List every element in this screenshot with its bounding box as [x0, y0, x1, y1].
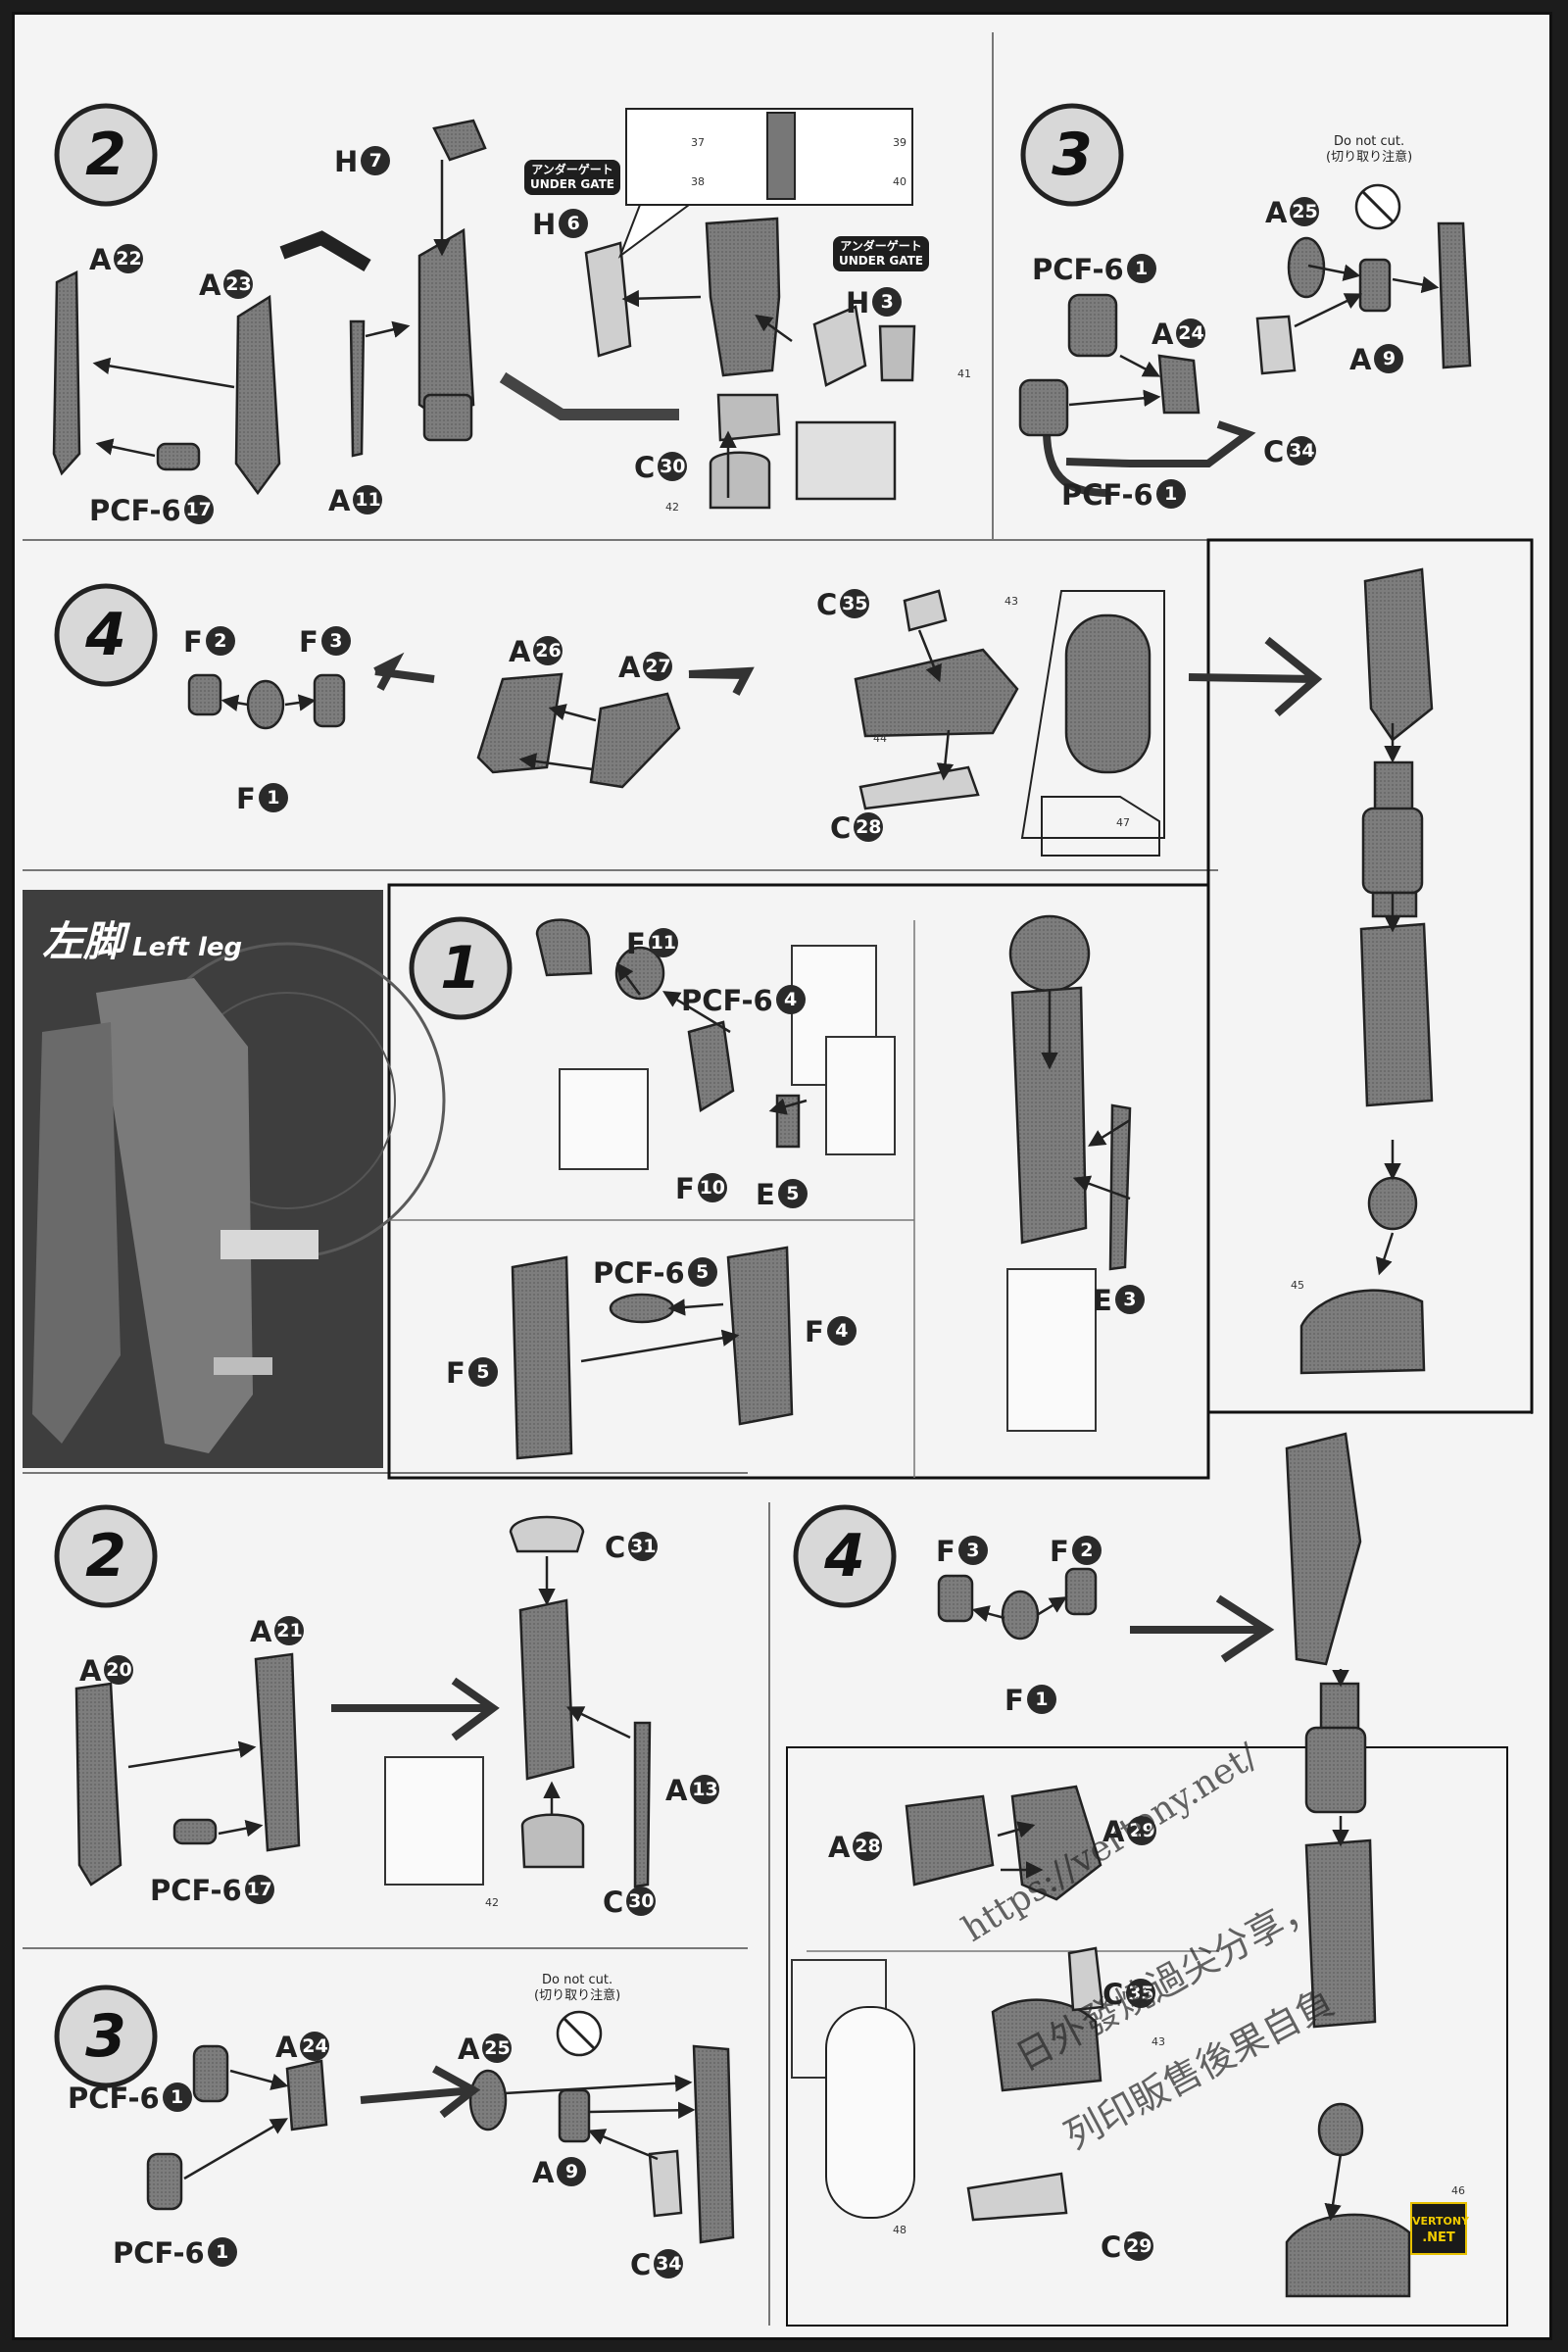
diagram-art: [23, 32, 1534, 2327]
do-not-cut-note-left: Do not cut.(切り取り注意): [534, 1973, 621, 2003]
svg-text:4: 4: [84, 601, 126, 669]
left-step-4-number: 4: [793, 1504, 897, 1608]
step-2-number: 2: [54, 103, 158, 207]
sticker-46: 46: [1451, 2184, 1465, 2197]
sticker-43: 43: [1004, 595, 1018, 608]
svg-text:4: 4: [823, 1522, 865, 1591]
sticker-43-left: 43: [1152, 2035, 1165, 2048]
do-not-cut-note: Do not cut.(切り取り注意): [1326, 134, 1413, 165]
svg-text:3: 3: [85, 2002, 126, 2071]
sticker-44: 44: [873, 732, 887, 745]
left-step-2-number: 2: [54, 1504, 158, 1608]
sticker-48: 48: [893, 2224, 906, 2236]
sticker-39: 39: [893, 136, 906, 149]
left-step-1-number: 1: [409, 916, 513, 1020]
step-4-number: 4: [54, 583, 158, 687]
sticker-45: 45: [1291, 1279, 1304, 1292]
svg-text:3: 3: [1052, 121, 1093, 189]
svg-text:2: 2: [85, 121, 126, 189]
left-step-3-number: 3: [54, 1984, 158, 2088]
vertony-badge: VERTONY.NET: [1410, 2202, 1469, 2255]
sticker-37: 37: [691, 136, 705, 149]
step-3-number: 3: [1020, 103, 1124, 207]
svg-text:1: 1: [440, 934, 481, 1003]
sticker-41: 41: [957, 368, 971, 380]
sticker-38: 38: [691, 175, 705, 188]
sticker-40: 40: [893, 175, 906, 188]
sticker-47: 47: [1116, 816, 1130, 829]
sticker-42-left: 42: [485, 1896, 499, 1909]
svg-text:2: 2: [85, 1522, 126, 1591]
sticker-42: 42: [665, 501, 679, 514]
